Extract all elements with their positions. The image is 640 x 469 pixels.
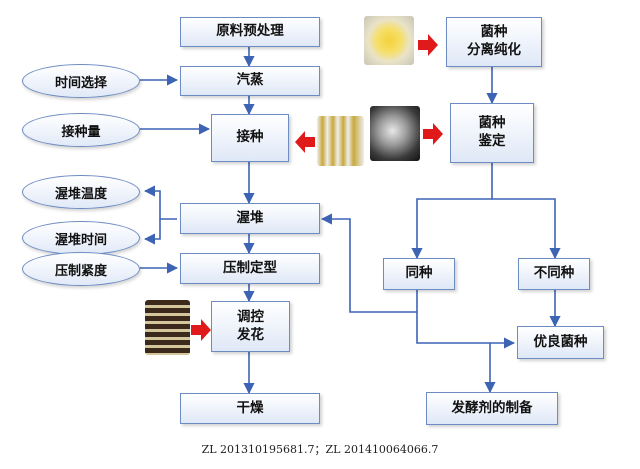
tea-brick-photo [145,300,190,355]
param-time-selection: 时间选择 [22,64,140,98]
step-strain-identification: 菌种 鉴定 [450,103,534,163]
param-inoculum-amount: 接种量 [22,113,140,147]
param-piling-temperature: 渥堆温度 [22,175,140,209]
step-inoculation: 接种 [211,114,289,162]
test-tubes-photo [317,116,364,166]
petri-dish-photo [364,16,414,65]
result-same-species: 同种 [383,258,455,290]
param-press-tightness: 压制紧度 [22,252,140,286]
step-raw-pretreatment: 原料预处理 [180,17,320,47]
step-piling: 渥堆 [180,203,320,234]
result-different-species: 不同种 [518,258,590,290]
patent-caption: ZL 201310195681.7；ZL 201410064066.7 [201,443,439,456]
step-fermenter-prep: 发酵剂的制备 [426,392,558,425]
result-superior-strain: 优良菌种 [517,326,604,359]
microscope-photo [370,106,420,161]
step-steaming: 汽蒸 [180,66,320,96]
step-press-shaping: 压制定型 [180,253,320,284]
param-piling-time: 渥堆时间 [22,221,140,255]
step-drying: 干燥 [180,393,320,424]
step-strain-isolation: 菌种 分离纯化 [446,17,542,67]
step-blooming: 调控 发花 [211,301,290,352]
red-arrows [191,34,443,341]
